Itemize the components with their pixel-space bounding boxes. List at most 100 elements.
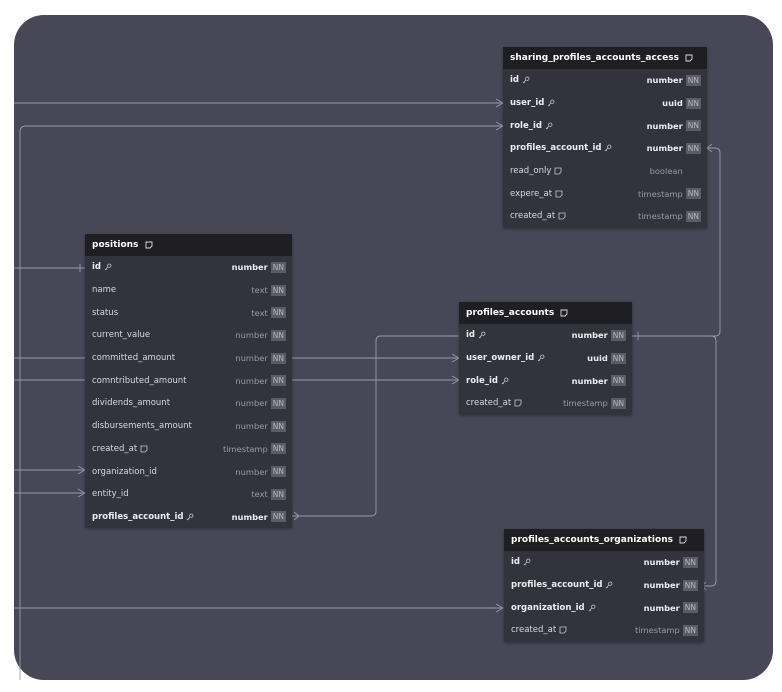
field-type: number	[643, 557, 680, 568]
field-name: expere_at	[510, 188, 553, 199]
field-type: text	[251, 489, 268, 500]
not-null-badge: NN	[270, 307, 286, 319]
field-type: number	[571, 330, 608, 341]
key-icon	[605, 581, 613, 589]
field-name: profiles_account_id	[92, 511, 184, 522]
field-name-cell: role_id	[466, 376, 572, 386]
key-icon	[186, 513, 194, 521]
not-null-badge: NN	[270, 397, 286, 409]
field-name-cell: id	[466, 330, 572, 340]
note-icon	[514, 399, 522, 407]
table-profiles-accounts-organizations[interactable]: profiles_accounts_organizations id number…	[504, 529, 704, 642]
table-header[interactable]: sharing_profiles_accounts_access	[503, 47, 707, 69]
field-type: number	[646, 75, 683, 86]
note-icon	[145, 241, 153, 249]
note-icon	[558, 212, 566, 220]
not-null-badge: NN	[682, 556, 698, 568]
table-title: profiles_accounts	[466, 308, 555, 318]
relation-line	[19, 125, 503, 680]
table-title: sharing_profiles_accounts_access	[510, 53, 679, 63]
field-type: number	[231, 511, 268, 522]
field-type: timestamp	[638, 211, 683, 222]
not-null-badge: NN	[270, 375, 286, 387]
note-icon	[554, 167, 562, 175]
table-header[interactable]: profiles_accounts	[459, 302, 632, 324]
field-name-cell: created_at	[92, 444, 223, 454]
not-null-badge: NN	[610, 329, 626, 341]
field-name-cell: profiles_account_id	[510, 143, 647, 153]
not-null-badge: NN	[270, 466, 286, 478]
field-name: read_only	[510, 166, 552, 177]
not-null-badge: NN	[685, 142, 701, 154]
field-name-cell: entity_id	[92, 489, 251, 499]
key-icon	[478, 331, 486, 339]
field-type: timestamp	[563, 398, 608, 409]
field-name: dividends_amount	[92, 398, 171, 409]
field-name-cell: user_owner_id	[466, 353, 587, 363]
field-row[interactable]: read_onlybooleanNN	[503, 160, 707, 183]
note-icon	[559, 626, 567, 634]
key-icon	[522, 76, 530, 84]
field-type: timestamp	[223, 443, 268, 454]
field-type: number	[235, 330, 268, 341]
field-name: comntributed_amount	[92, 375, 187, 386]
many-marker	[706, 143, 713, 153]
key-icon	[104, 263, 112, 271]
field-name: name	[92, 285, 117, 296]
field-name: committed_amount	[92, 353, 176, 364]
field-name: created_at	[511, 625, 557, 636]
table-header[interactable]: positions	[85, 234, 292, 256]
field-name: user_id	[510, 98, 545, 109]
not-null-badge: NN	[610, 375, 626, 387]
field-name-cell: status	[92, 308, 251, 318]
table-header[interactable]: profiles_accounts_organizations	[504, 529, 704, 551]
field-type: number	[231, 262, 268, 273]
key-icon	[523, 558, 531, 566]
field-name-cell: profiles_account_id	[92, 512, 232, 522]
field-name-cell: profiles_account_id	[511, 580, 644, 590]
field-name: role_id	[510, 120, 542, 131]
relation-line	[632, 147, 721, 337]
field-type: number	[235, 353, 268, 364]
field-name-cell: user_id	[510, 98, 662, 108]
field-name: created_at	[510, 211, 556, 222]
field-type: text	[251, 307, 268, 318]
field-name: profiles_account_id	[511, 580, 603, 591]
field-name: id	[511, 557, 520, 568]
field-name-cell: current_value	[92, 330, 235, 340]
key-icon	[604, 144, 612, 152]
note-icon	[679, 536, 687, 544]
field-name-cell: id	[511, 557, 644, 567]
not-null-badge: NN	[270, 511, 286, 523]
field-type: number	[235, 466, 268, 477]
